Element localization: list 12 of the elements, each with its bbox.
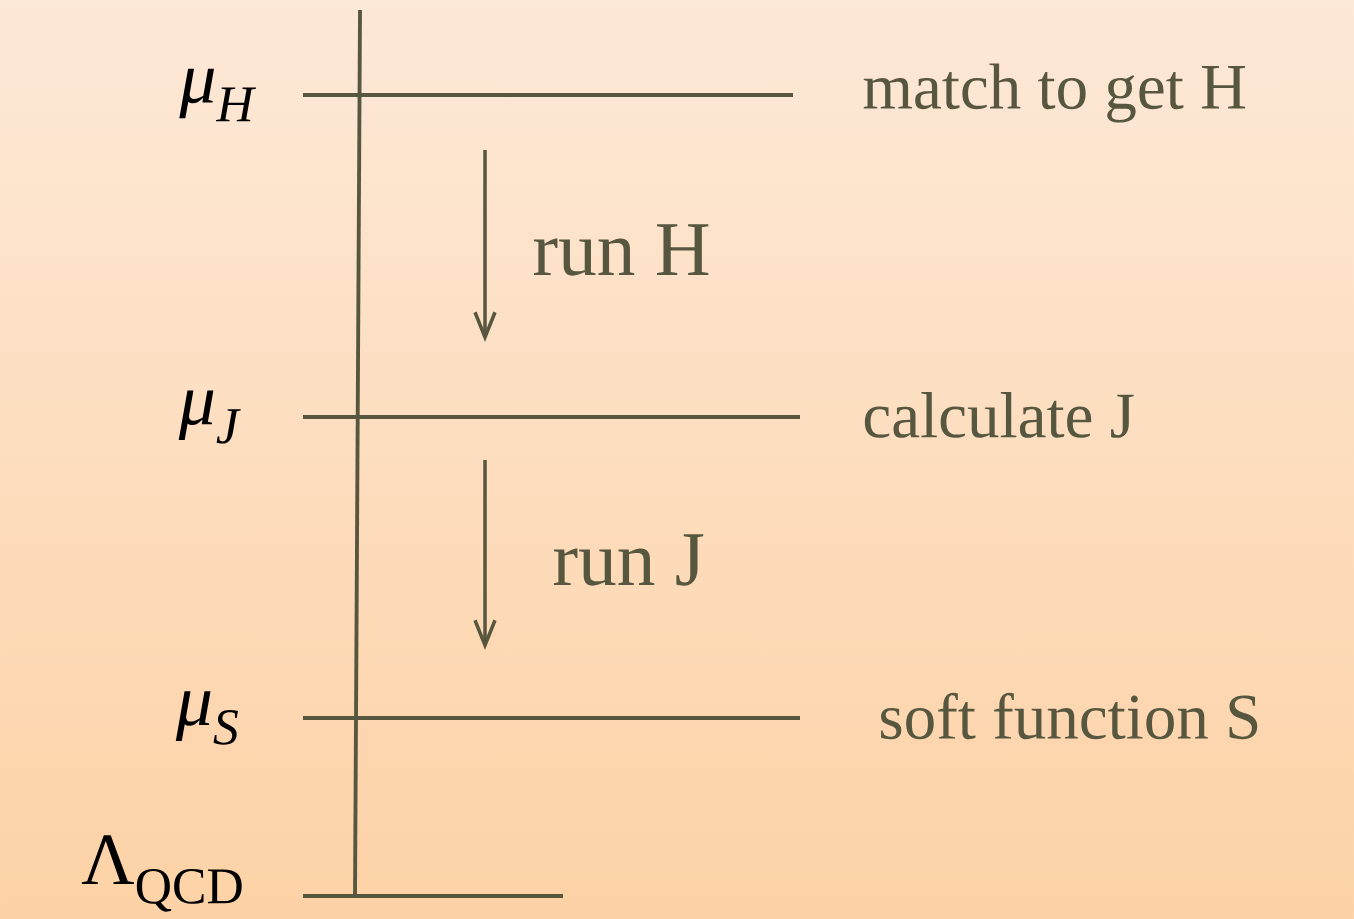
- arrow: [473, 150, 497, 342]
- scale-label: Λ$_{QCD}$: [81, 835, 242, 912]
- scale-description: match to get H: [863, 63, 1246, 123]
- arrow: [473, 460, 497, 650]
- scale-description: calculate J: [864, 392, 1134, 438]
- scale-line: [81, 835, 563, 912]
- scale-label: μ$_{S}$: [175, 691, 238, 745]
- scale-description: soft function S: [881, 692, 1258, 740]
- scale-label: μ$_{J}$: [178, 390, 241, 444]
- edge-label: run J: [553, 534, 704, 586]
- edge-label: run H: [533, 224, 709, 276]
- scale-label: μ$_{H}$: [179, 68, 257, 122]
